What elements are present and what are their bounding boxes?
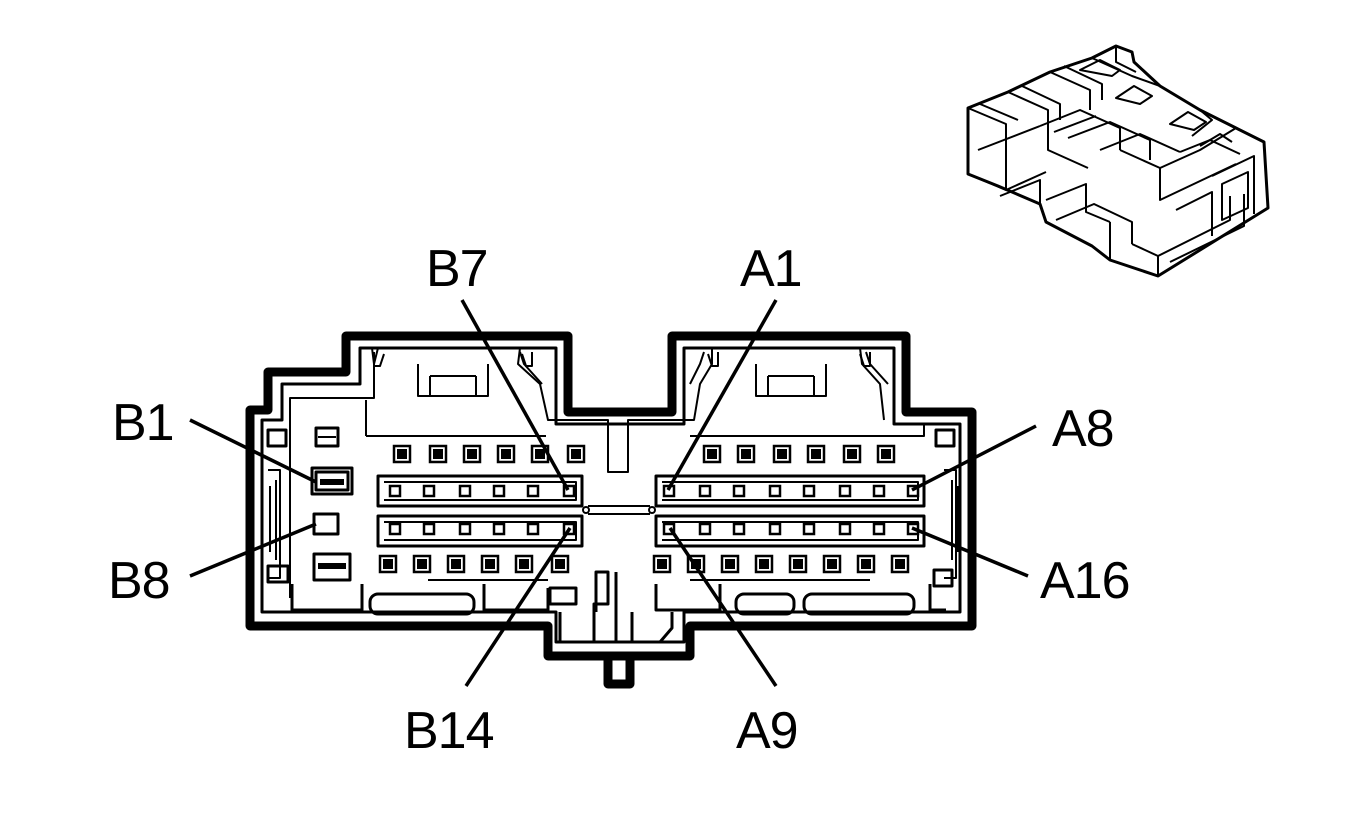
connector-3d-icon: [966, 44, 1270, 278]
pin-cavity-a-bottom-6: [872, 522, 886, 536]
label-b7: B7: [426, 240, 488, 298]
pin-cavity-b-bottom-4: [526, 522, 540, 536]
leader-a16: [911, 526, 1029, 578]
cavity-a-upper-0-fill: [707, 449, 717, 459]
cavity-a-upper-2-fill: [777, 449, 787, 459]
pin-cavity-a-bottom-5: [838, 522, 852, 536]
cavity-a-lower-6-fill: [861, 559, 871, 569]
pin-cavity-b-top-1: [422, 484, 436, 498]
leader-a9: [668, 527, 778, 687]
cavity-b-upper-5-fill: [571, 449, 581, 459]
leader-a8: [911, 424, 1037, 492]
pin-cavity-a-top-1: [698, 484, 712, 498]
cavity-a-lower-4-fill: [793, 559, 803, 569]
cavity-b-lower-5-fill: [555, 559, 565, 569]
label-b1: B1: [112, 394, 174, 452]
pin-cavity-a-bottom-1: [698, 522, 712, 536]
pin-cavity-a-bottom-4: [802, 522, 816, 536]
cavity-b-upper-0-fill: [397, 449, 407, 459]
cavity-b-upper-1-fill: [433, 449, 443, 459]
cavity-a-upper-4-fill: [847, 449, 857, 459]
leader-b1: [189, 418, 317, 484]
cavity-b-upper-3-fill: [501, 449, 511, 459]
cavity-a-upper-3-fill: [811, 449, 821, 459]
cavity-b-upper-4-fill: [535, 449, 545, 459]
cavity-a-lower-5-fill: [827, 559, 837, 569]
cavity-b-lower-2-fill: [451, 559, 461, 569]
pin-cavity-b-top-2: [458, 484, 472, 498]
label-a1: A1: [740, 240, 802, 298]
cavity-b-lower-4-fill: [519, 559, 529, 569]
pin-cavity-b-top-5: [562, 484, 576, 498]
cavity-a-lower-0-fill: [657, 559, 667, 569]
leader-b14: [464, 527, 572, 687]
cavity-a-upper-1-fill: [741, 449, 751, 459]
cavity-b-upper-2-fill: [467, 449, 477, 459]
pin-cavity-b-bottom-3: [492, 522, 506, 536]
cavity-a-lower-2-fill: [725, 559, 735, 569]
pin-cavity-b-top-3: [492, 484, 506, 498]
leader-b8: [189, 522, 317, 578]
pin-cavity-a-top-4: [802, 484, 816, 498]
leader-b7: [460, 299, 570, 491]
leader-a1: [666, 299, 778, 491]
pin-cavity-a-top-5: [838, 484, 852, 498]
cavity-a-lower-7-fill: [895, 559, 905, 569]
cavity-a-lower-3-fill: [759, 559, 769, 569]
pin-cavity-a-top-6: [872, 484, 886, 498]
connector-face-icon: [245, 331, 977, 689]
cavity-b-lower-0-fill: [383, 559, 393, 569]
label-b14: B14: [404, 702, 494, 760]
pin-cavity-b-bottom-1: [422, 522, 436, 536]
cavity-b-lower-1-fill: [417, 559, 427, 569]
leader-lines: [189, 299, 1037, 687]
label-b8: B8: [108, 552, 170, 610]
pin-cavity-b-top-0: [388, 484, 402, 498]
pin-cavity-a-bottom-3: [768, 522, 782, 536]
pin-cavity-a-top-3: [768, 484, 782, 498]
label-a9: A9: [736, 702, 798, 760]
pin-cavity-a-bottom-2: [732, 522, 746, 536]
label-a8: A8: [1052, 400, 1114, 458]
pin-cavity-b-top-4: [526, 484, 540, 498]
pin-cavity-b-bottom-0: [388, 522, 402, 536]
pin-cavity-b-bottom-2: [458, 522, 472, 536]
pin-labels: B1 B8 B7 B14 A1 A8 A9 A16: [108, 240, 1131, 760]
label-a16: A16: [1040, 552, 1130, 610]
cavity-b-lower-3-fill: [485, 559, 495, 569]
pin-cavity-a-top-2: [732, 484, 746, 498]
cavity-a-upper-5-fill: [881, 449, 891, 459]
